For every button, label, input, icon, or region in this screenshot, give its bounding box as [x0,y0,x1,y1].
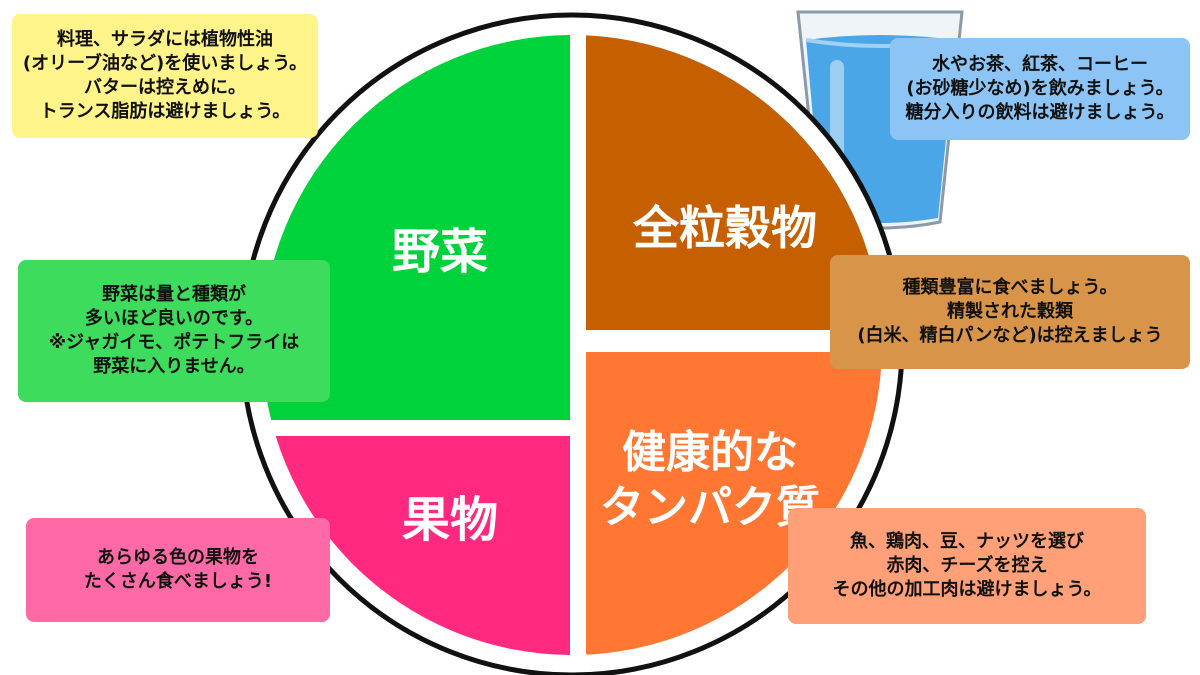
tip-line: ※ジャガイモ、ポテトフライは [48,332,300,353]
tip-vegetables: 野菜は量と種類が多いほど良いのです。 ※ジャガイモ、ポテトフライは野菜に入りません… [18,260,330,402]
quadrant-fruits [275,436,570,655]
quadrant-label-vegetables: 野菜 [391,224,488,280]
tip-line: その他の加工肉は避けましょう。 [832,579,1102,600]
tip-line: 野菜に入りません。 [93,356,255,377]
tip-line: あらゆる色の果物を [97,547,259,568]
tip-line: (オリーブ油など)を使いましょう。 [22,53,308,74]
tip-line: 魚、鶏肉、豆、ナッツを選び [850,531,1084,552]
tip-line: 精製された穀類 [947,301,1073,322]
tip-line: 水やお茶、紅茶、コーヒー [932,54,1148,75]
quadrant-label-protein: 健康的な タンパク質 [600,427,820,533]
tip-protein: 魚、鶏肉、豆、ナッツを選び赤肉、チーズを控えその他の加工肉は避けましょう。 [788,508,1146,624]
tip-oil: 料理、サラダには植物性油 (オリーブ油など)を使いましょう。バターは控えめに。トラ… [12,14,318,138]
tip-line: 料理、サラダには植物性油 [57,29,273,50]
quadrant-vegetables [262,35,570,420]
tip-line: 赤肉、チーズを控え [886,555,1048,576]
tip-line: トランス脂肪は避けましょう。 [39,101,291,122]
tip-line: バターは控えめに。 [84,77,246,98]
quadrant-label-whole-grains: 全粒穀物 [633,201,817,255]
tip-line: たくさん食べましょう! [83,571,273,592]
tip-line: 糖分入りの飲料は避けましょう。 [905,102,1175,123]
tip-line: 種類豊富に食べましょう。 [902,277,1118,298]
quadrant-label-fruits: 果物 [401,492,498,548]
tip-fruits: あらゆる色の果物をたくさん食べましょう! [26,518,330,622]
tip-line: 野菜は量と種類が [102,284,246,305]
tip-grains: 種類豊富に食べましょう。精製された穀類 (白米、精白パンなど)は控えましょう [830,255,1190,369]
tip-line: 多いほど良いのです。 [84,308,264,329]
tip-water: 水やお茶、紅茶、コーヒー (お砂糖少なめ)を飲みましょう。糖分入りの飲料は避けまし… [890,38,1190,140]
tip-line: (お砂糖少なめ)を飲みましょう。 [906,78,1174,99]
tip-line: (白米、精白パンなど)は控えましょう [857,325,1163,346]
quadrant-protein [586,352,882,655]
quadrant-whole-grains [586,35,882,330]
